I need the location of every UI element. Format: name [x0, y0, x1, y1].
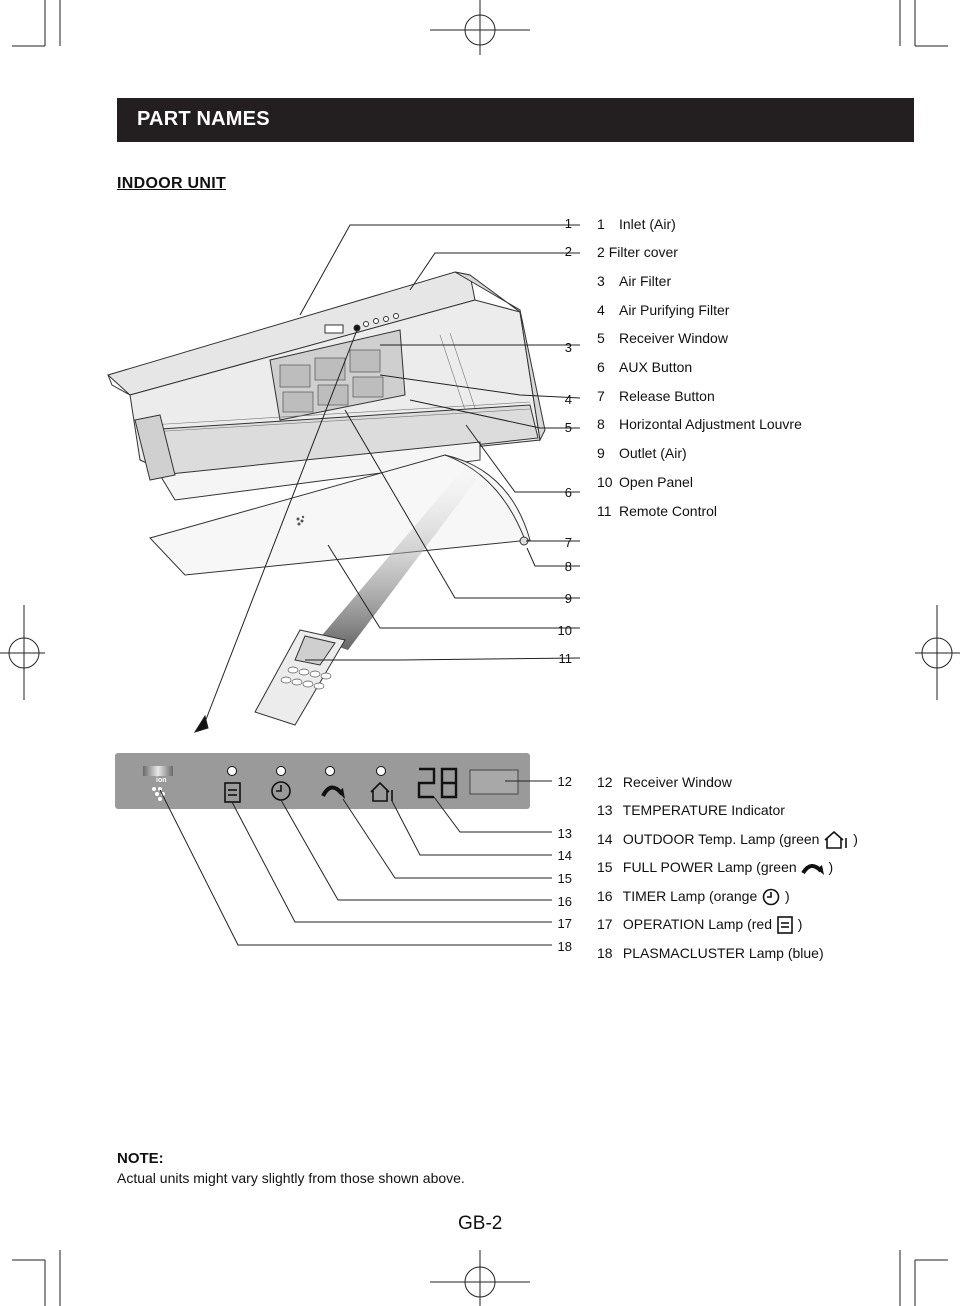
- callout-7: 7: [564, 535, 572, 550]
- legend-item: 14 OUTDOOR Temp. Lamp (green ): [597, 831, 858, 850]
- display-panel-drawing: [115, 753, 530, 809]
- callout-2: 2: [564, 244, 572, 259]
- callout-5: 5: [564, 420, 572, 435]
- clock-icon: [762, 888, 780, 906]
- callout-16: 16: [557, 894, 572, 909]
- operation-icon: [777, 916, 793, 935]
- indoor-unit-drawing: [107, 271, 546, 576]
- callout-8: 8: [564, 559, 572, 574]
- note-text: Actual units might vary slightly from th…: [117, 1170, 465, 1186]
- header-bar: [117, 98, 914, 142]
- legend-item: 12 Receiver Window: [597, 774, 732, 790]
- house-icon: [824, 831, 848, 850]
- section-title: INDOOR UNIT: [117, 175, 227, 192]
- callout-12: 12: [557, 774, 572, 789]
- legend-item: 15 FULL POWER Lamp (green ): [597, 859, 834, 876]
- page-number: GB-2: [458, 1213, 503, 1234]
- callout-15: 15: [557, 871, 572, 886]
- callout-17: 17: [557, 916, 572, 931]
- legend-item: 18 PLASMACLUSTER Lamp (blue): [597, 945, 824, 961]
- ion-label: ion: [156, 777, 167, 784]
- ir-beam: [318, 455, 490, 650]
- callout-13: 13: [557, 826, 572, 841]
- leader-lines-top: [193, 224, 581, 733]
- legend-item: 17 OPERATION Lamp (red ): [597, 916, 802, 935]
- page-title: PART NAMES: [137, 108, 270, 130]
- legend-item: 13 TEMPERATURE Indicator: [597, 802, 785, 818]
- callout-6: 6: [564, 485, 572, 500]
- leader-lines-bottom: [159, 780, 552, 946]
- callout-10: 10: [557, 623, 572, 638]
- note-title: NOTE:: [117, 1150, 164, 1167]
- callout-3: 3: [564, 340, 572, 355]
- callout-4: 4: [564, 392, 572, 407]
- legend-item: 16 TIMER Lamp (orange ): [597, 888, 790, 906]
- callout-18: 18: [557, 939, 572, 954]
- callout-9: 9: [564, 591, 572, 606]
- callout-14: 14: [557, 848, 572, 863]
- callout-11: 11: [558, 651, 573, 666]
- legend-item: 2 Filter cover: [597, 244, 678, 260]
- full-power-icon: [800, 864, 824, 876]
- remote-control-drawing: [254, 629, 346, 726]
- callout-1: 1: [564, 216, 572, 231]
